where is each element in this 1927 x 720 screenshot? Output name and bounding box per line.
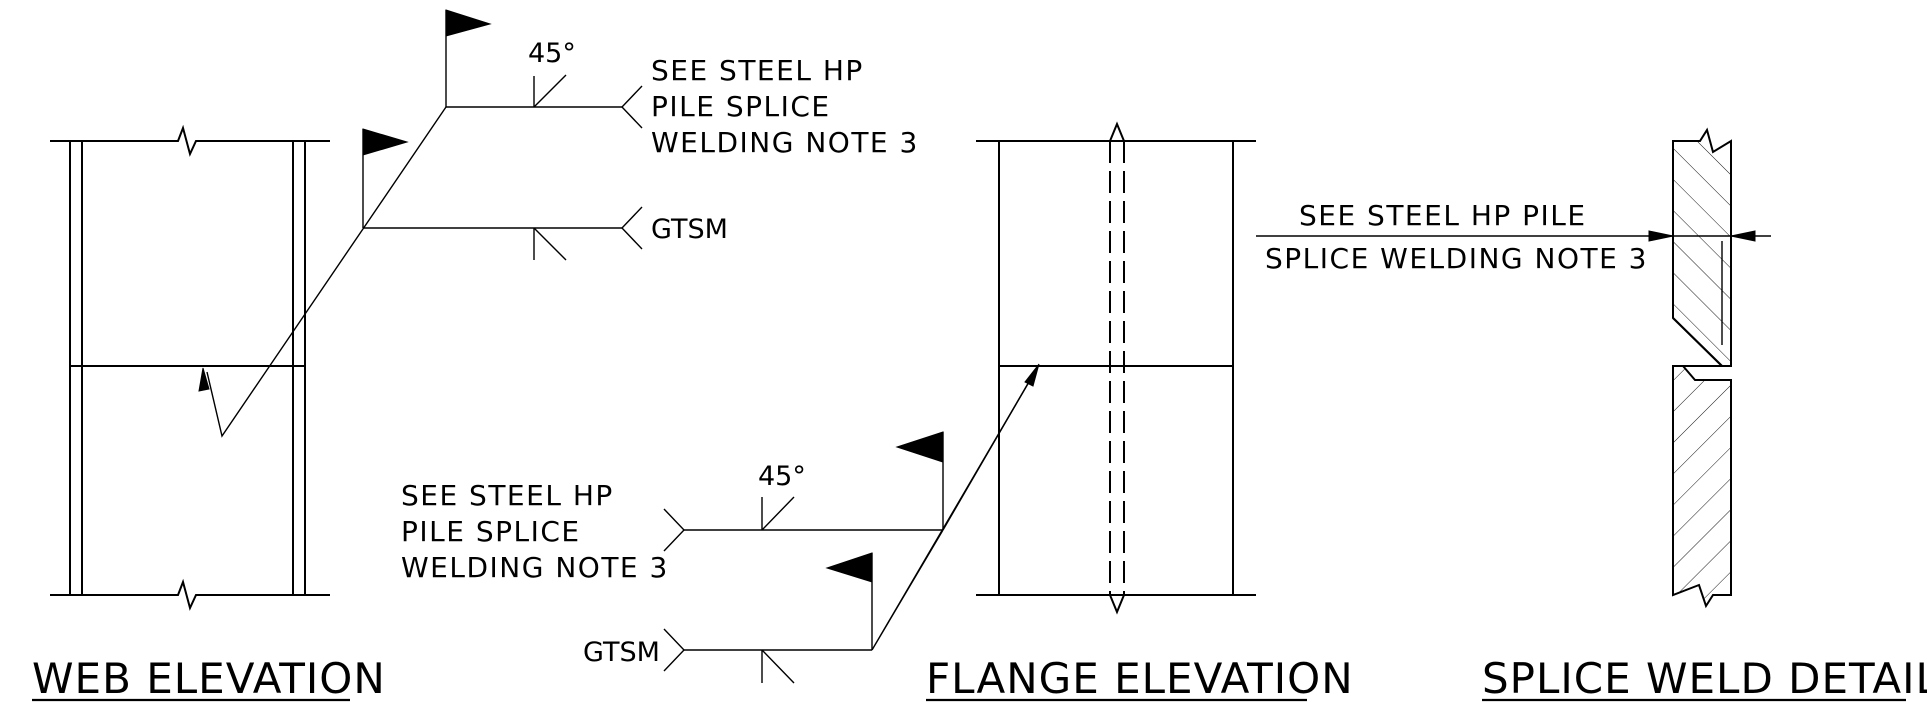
fillet-symbol-diagonal	[533, 227, 567, 261]
weld-note-line-2: PILE SPLICE	[651, 90, 831, 123]
lower-tail	[621, 206, 643, 250]
upper-field-weld-flag	[895, 431, 944, 463]
flange-elevation-title: FLANGE ELEVATION	[926, 654, 1354, 703]
left-arrowhead	[1648, 230, 1674, 242]
web-elevation: 45° SEE STEEL HP PILE SPLICE WELDING NOT…	[32, 9, 919, 703]
bevel-angle-label: 45°	[758, 461, 806, 492]
weld-note-line-3: WELDING NOTE 3	[651, 126, 919, 159]
leader-arrowhead	[1024, 363, 1040, 387]
top-break-mark	[1109, 121, 1125, 142]
splice-weld-detail-title: SPLICE WELD DETAIL	[1482, 654, 1927, 703]
bevel-symbol-diagonal	[761, 496, 795, 531]
leader-upper-segment	[942, 367, 1038, 531]
web-elevation-title: WEB ELEVATION	[32, 654, 386, 703]
weld-note-line-1: SEE STEEL HP	[401, 479, 614, 512]
bottom-break-mark	[1109, 594, 1125, 615]
splice-weld-detail: SEE STEEL HP PILE SPLICE WELDING NOTE 3 …	[1256, 127, 1927, 703]
weld-leader	[206, 106, 447, 438]
groove-weld-opening	[1672, 317, 1725, 367]
weld-note-line-1: SEE STEEL HP PILE	[1299, 199, 1587, 232]
grind-note: GTSM	[583, 637, 660, 668]
bevel-angle-label: 45°	[528, 38, 576, 69]
lower-plate-section	[1672, 365, 1732, 609]
upper-field-weld-flag	[445, 9, 492, 37]
lower-tail	[663, 628, 685, 672]
upper-tail	[663, 508, 685, 552]
grind-note: GTSM	[651, 214, 728, 245]
weld-note-line-2: PILE SPLICE	[401, 515, 581, 548]
fillet-symbol-diagonal	[761, 649, 795, 684]
right-arrowhead	[1730, 230, 1756, 242]
bottom-break-line	[50, 578, 330, 611]
top-break-line	[50, 124, 330, 157]
bevel-symbol-diagonal	[533, 74, 567, 108]
lower-field-weld-flag	[825, 552, 873, 583]
lower-field-weld-flag	[362, 128, 409, 156]
weld-note-line-3: WELDING NOTE 3	[401, 551, 669, 584]
upper-tail	[621, 85, 643, 129]
weld-note-line-2: SPLICE WELDING NOTE 3	[1265, 242, 1648, 275]
flange-elevation: 45° SEE STEEL HP PILE SPLICE WELDING NOT…	[401, 121, 1354, 703]
leader-arrowhead	[198, 367, 210, 392]
weld-note-line-1: SEE STEEL HP	[651, 54, 864, 87]
